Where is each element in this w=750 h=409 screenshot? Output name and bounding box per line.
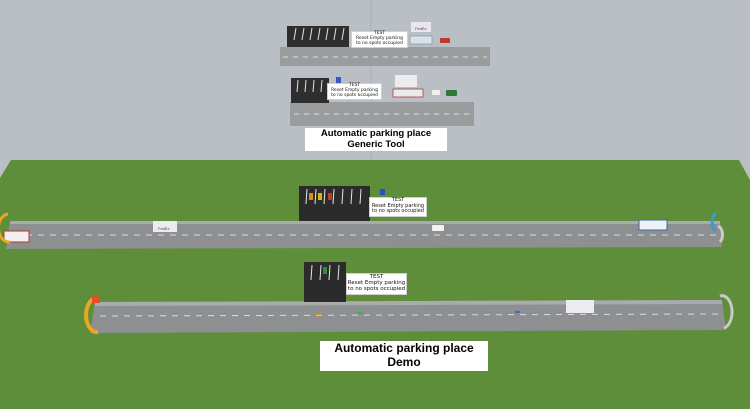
demo-upper-parking-lot[interactable] — [299, 186, 370, 221]
generic-upper-bus — [409, 35, 433, 45]
demo-lower-left-marker-icon — [84, 296, 99, 335]
demo-upper-road-model[interactable]: FedEx — [0, 186, 724, 249]
demo-upper-truck — [153, 221, 177, 232]
generic-lower-parking-lines — [296, 79, 323, 93]
generic-lower-test-line1: TEST — [348, 83, 361, 88]
demo-upper-right-marker-icon — [710, 211, 718, 233]
demo-lower-test-line2: Reset Empty parking — [347, 280, 406, 287]
generic-upper-test-label[interactable]: TEST Reset Empty parking to no spots occ… — [351, 31, 408, 48]
generic-upper-parking-lines — [293, 27, 345, 41]
demo-upper-bus — [638, 219, 668, 231]
demo-upper-right-marker2-icon — [717, 224, 724, 244]
generic-lower-truck — [395, 75, 417, 87]
demo-upper-test-label[interactable]: TEST Reset Empty parking to no spots occ… — [369, 197, 427, 217]
demo-lower-road-marker-blue — [515, 311, 520, 313]
demo-upper-left-marker-icon — [0, 212, 11, 244]
generic-upper-truck-logo: FedEx — [415, 26, 427, 31]
demo-upper-test-line2: Reset Empty parking — [371, 202, 425, 209]
demo-title[interactable]: Automatic parking place Demo — [320, 341, 488, 371]
demo-upper-bus-left — [3, 230, 30, 243]
demo-title-line1: Automatic parking place — [334, 341, 474, 355]
generic-tool-title-line1: Automatic parking place — [320, 128, 432, 139]
generic-lower-test-label[interactable]: TEST Reset Empty parking to no spots occ… — [327, 83, 382, 100]
generic-lower-bus — [392, 88, 424, 98]
generic-upper-test-line1: TEST — [373, 31, 386, 36]
demo-upper-truck-logo: FedEx — [158, 226, 170, 231]
demo-lower-test-label[interactable]: TEST Reset Empty parking to no spots occ… — [346, 273, 407, 295]
generic-lower-car-white — [432, 90, 440, 95]
demo-lower-parked-car — [323, 267, 327, 274]
generic-tool-model[interactable]: FedEx — [280, 22, 490, 126]
demo-upper-car — [432, 225, 444, 231]
generic-lower-car-green — [446, 90, 457, 96]
generic-lower-road — [290, 102, 474, 126]
demo-title-line2: Demo — [387, 354, 421, 369]
generic-lower-test-line3: to no spots occupied — [331, 92, 378, 98]
demo-upper-parked-car-orange — [309, 193, 313, 200]
demo-lower-road-marker-green — [357, 312, 363, 314]
demo-lower-left-flag — [92, 296, 100, 303]
generic-upper-test-line3: to no spots occupied — [356, 40, 403, 46]
demo-upper-test-line1: TEST — [391, 197, 405, 203]
demo-upper-parked-car-blue — [380, 189, 385, 195]
demo-lower-road-shoulder — [95, 300, 722, 306]
demo-lower-road-marker-orange — [316, 313, 322, 315]
demo-lower-test-line3: to no spots occupied — [347, 286, 406, 293]
generic-upper-test-line2: Reset Empty parking — [356, 35, 403, 41]
demo-lower-test-line1: TEST — [369, 274, 384, 280]
generic-lower-test-line2: Reset Empty parking — [331, 87, 378, 93]
demo-upper-parked-car-red — [328, 193, 332, 200]
generic-upper-truck — [411, 22, 431, 32]
generic-upper-car — [440, 38, 450, 43]
demo-upper-road-shoulder — [10, 221, 720, 224]
demo-upper-test-line3: to no spots occupied — [372, 208, 424, 214]
demo-lower-right-marker-icon — [719, 294, 734, 330]
generic-tool-title-line2: Generic Tool — [347, 138, 405, 150]
demo-lower-road-model[interactable] — [84, 262, 734, 335]
demo-upper-parked-car-yellow — [318, 193, 322, 200]
demo-lower-parking-lines — [310, 264, 340, 281]
generic-lower-parked-car — [336, 77, 341, 83]
generic-tool-title[interactable]: Automatic parking place Generic Tool — [305, 128, 447, 151]
generic-upper-parking-lot[interactable] — [287, 26, 349, 47]
demo-upper-parking-lines — [305, 188, 362, 205]
demo-lower-truck — [566, 300, 594, 313]
